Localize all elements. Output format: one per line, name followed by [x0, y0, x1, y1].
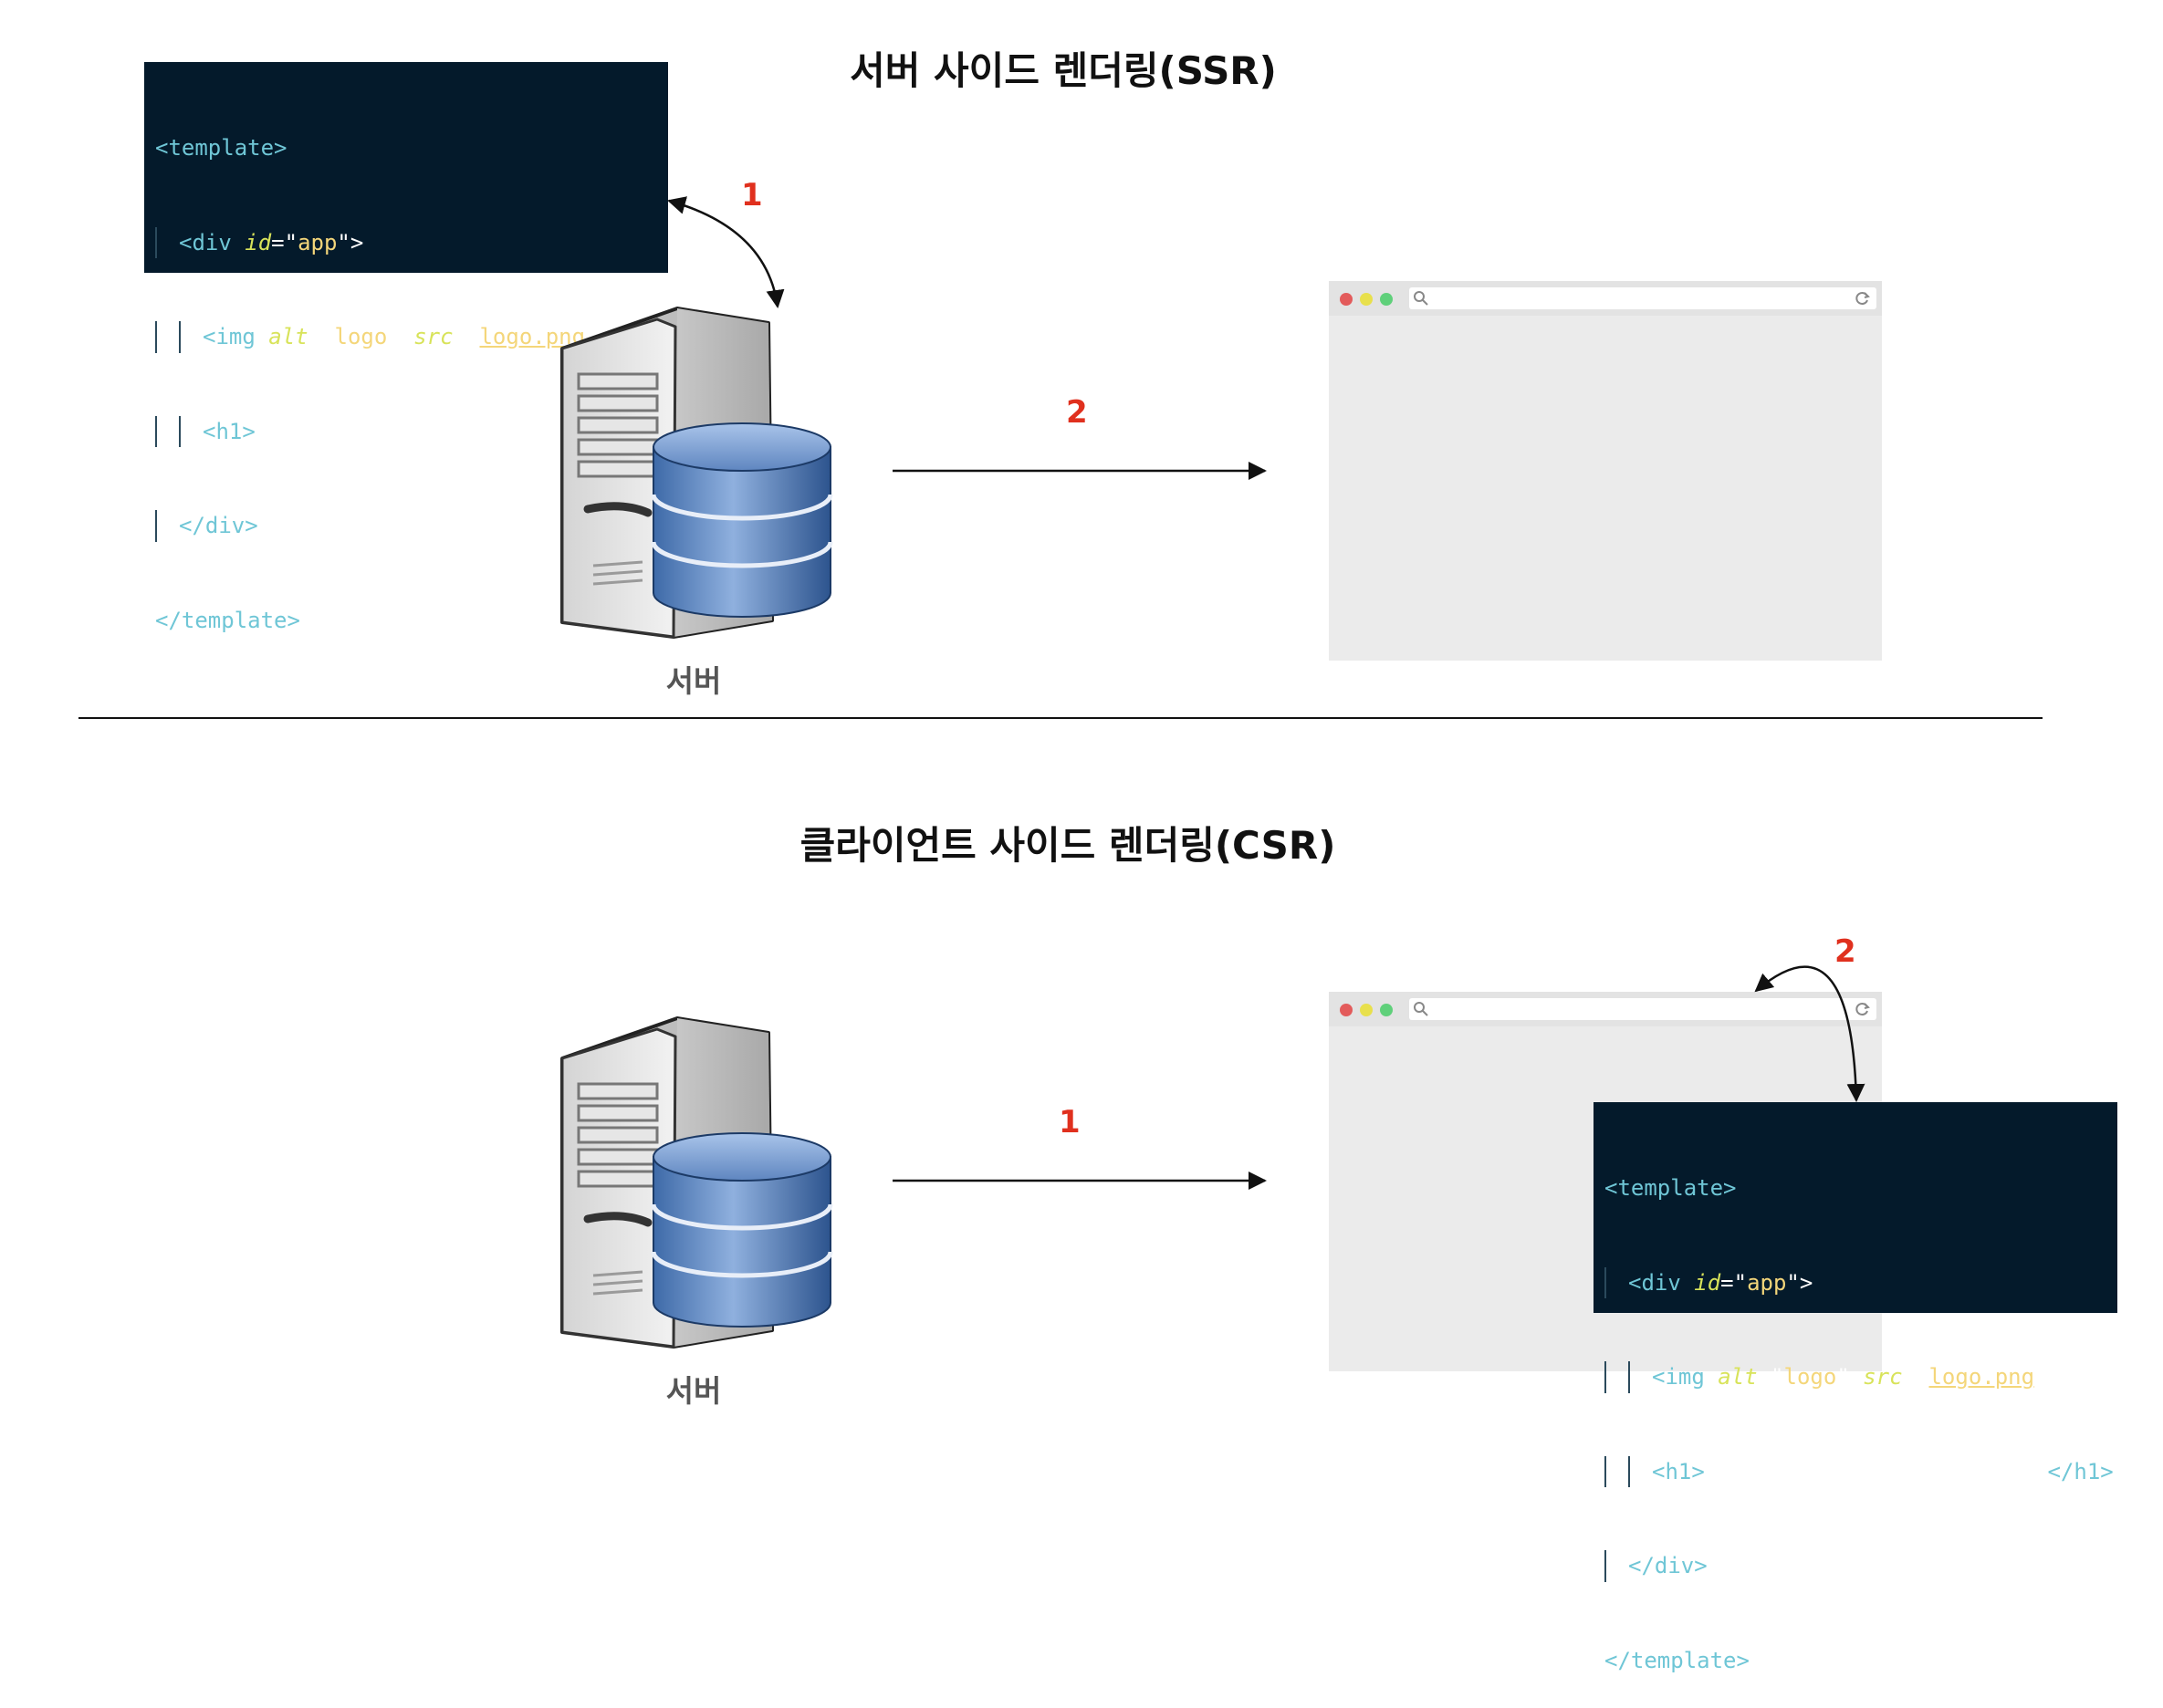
maximize-dot[interactable]: [1380, 1004, 1393, 1016]
ssr-title: 서버 사이드 렌더링(SSR): [850, 48, 1277, 93]
database-icon: [651, 422, 833, 618]
refresh-icon[interactable]: [1855, 290, 1871, 307]
code-line: <template>: [1604, 1175, 1737, 1201]
browser-toolbar: [1329, 281, 1882, 316]
csr-arrows: [893, 965, 1865, 1190]
code-line: </template>: [1604, 1647, 1750, 1673]
ssr-step-2: 2: [1066, 394, 1088, 431]
ssr-browser-window: [1329, 281, 1882, 661]
csr-server-label: 서버: [665, 1373, 722, 1409]
csr-title: 클라이언트 사이드 렌더링(CSR): [799, 823, 1336, 868]
search-icon: [1414, 291, 1428, 306]
code-line: </template>: [155, 607, 300, 633]
minimize-dot[interactable]: [1360, 293, 1373, 306]
code-line: </div>: [155, 510, 668, 542]
minimize-dot[interactable]: [1360, 1004, 1373, 1016]
csr-step-1: 1: [1059, 1104, 1081, 1140]
csr-arrow-2: [1754, 965, 1865, 1102]
search-icon: [1414, 1002, 1428, 1016]
code-line: <h1>Welcome to Your Vue.js App</h1>: [1604, 1455, 2117, 1487]
csr-step-2: 2: [1834, 933, 1856, 970]
code-line: <div id="app">: [155, 226, 668, 258]
code-line: <img alt="logo" src="logo.png">: [1604, 1361, 2117, 1393]
maximize-dot[interactable]: [1380, 293, 1393, 306]
ssr-arrow-1: [667, 196, 785, 308]
code-line: </div>: [1604, 1550, 2117, 1582]
close-dot[interactable]: [1340, 293, 1353, 306]
address-bar[interactable]: [1409, 287, 1876, 309]
ssr-server-label: 서버: [665, 663, 722, 699]
code-line: <div id="app">: [1604, 1266, 2117, 1298]
ssr-arrows: [667, 196, 1267, 480]
ssr-code-block: <template> <div id="app"> <img alt="logo…: [144, 62, 668, 633]
code-line: <template>: [155, 135, 287, 161]
close-dot[interactable]: [1340, 1004, 1353, 1016]
database-icon: [651, 1132, 833, 1328]
section-divider: [78, 717, 2043, 719]
